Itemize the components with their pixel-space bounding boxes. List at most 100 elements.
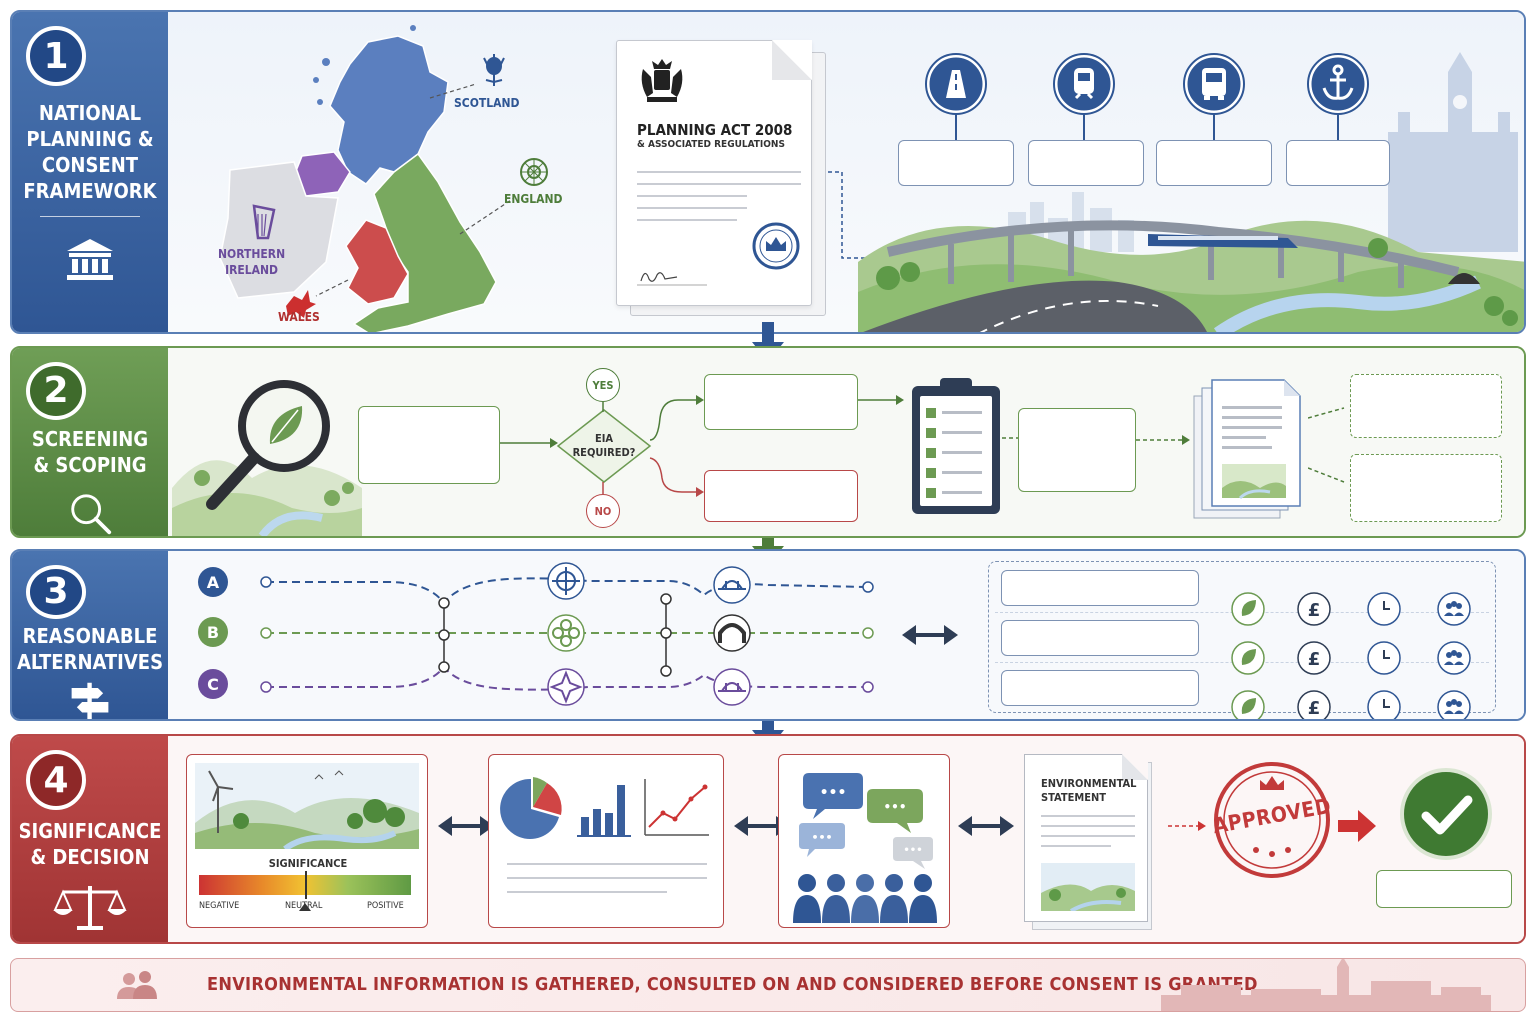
compass-node-icon	[547, 668, 585, 706]
yes-stem	[602, 402, 604, 412]
infrastructure-box-rail	[1028, 140, 1144, 186]
stage-2-content: EIA REQUIRED? YES NO	[168, 348, 1524, 536]
svg-text:•••: •••	[820, 785, 847, 801]
statement-title: ENVIRONMENTAL STATEMENT	[1041, 777, 1137, 804]
tunnel-node-icon	[713, 614, 751, 652]
parliament-skyline-silhouette	[1161, 959, 1491, 1011]
people-icon	[1437, 641, 1471, 675]
consultation-panel: ••• ••• ••• •••	[778, 754, 950, 928]
stage-1-content: SCOTLAND ENGLAND NORTHERN IRELAND WALES …	[168, 12, 1524, 332]
stamp-crown-icon	[1260, 776, 1284, 790]
crown-seal-icon	[752, 222, 800, 270]
people-icon	[1437, 592, 1471, 626]
stage-4-number: 4	[26, 750, 86, 810]
no-stem	[602, 482, 604, 494]
pound-icon	[1297, 592, 1331, 626]
stage-1-panel: 1 National Planning & Consent Framework	[10, 10, 1526, 334]
scoping-opinion-box	[1018, 408, 1136, 492]
link-arrow-3	[958, 816, 1014, 836]
people-icon	[117, 971, 157, 999]
planning-act-document: PLANNING ACT 2008 & ASSOCIATED REGULATIO…	[616, 40, 812, 306]
environmental-statement-document: ENVIRONMENTAL STATEMENT	[1024, 754, 1148, 922]
footer-banner: ENVIRONMENTAL INFORMATION IS GATHERED, C…	[10, 958, 1526, 1012]
stage-3-panel: 3 Reasonable Alternatives A B C	[10, 549, 1526, 721]
link-arrow-1	[438, 816, 494, 836]
document-fold	[772, 40, 812, 80]
stage-1-sidebar: 1 National Planning & Consent Framework	[12, 12, 168, 332]
stage-3-number: 3	[26, 565, 86, 619]
speech-bubbles-icon: ••• ••• ••• •••	[799, 773, 933, 869]
route-a-badge: A	[198, 567, 228, 597]
significance-pointer	[299, 903, 311, 911]
bus-icon	[1183, 53, 1245, 115]
pound-icon	[1297, 641, 1331, 675]
scale-positive-label: POSITIVE	[367, 901, 404, 911]
arrow-to-scoping	[858, 395, 904, 405]
icon-stems	[955, 114, 1339, 140]
infrastructure-box-roads	[898, 140, 1014, 186]
pound-icon	[1297, 690, 1331, 719]
statement-landscape-image	[1041, 863, 1135, 911]
people-icon	[1437, 690, 1471, 719]
eia-required-box	[704, 374, 858, 430]
document-text-lines	[637, 171, 801, 221]
eia-required-label: EIA REQUIRED?	[572, 432, 636, 459]
clock-icon	[1367, 592, 1401, 626]
england-label: ENGLAND	[504, 192, 563, 206]
anchor-icon	[1307, 53, 1369, 115]
route-a-line	[266, 577, 869, 605]
thistle-icon	[483, 54, 505, 86]
northern-ireland-label: NORTHERN IRELAND	[218, 247, 286, 277]
magnifier-landscape-graphic	[172, 380, 362, 536]
dashed-arrow-to-approval	[1168, 821, 1206, 831]
line-chart-icon	[644, 779, 709, 836]
stage-4-panel: 4 Significance & Decision SIGNIFICANCE	[10, 734, 1526, 944]
stage-2-title: Screening & Scoping	[31, 426, 149, 477]
stage-1-divider	[40, 216, 140, 217]
dashed-branch-outputs	[1308, 407, 1345, 483]
bridge-node-icon-a	[713, 566, 751, 604]
svg-text:•••: •••	[883, 800, 906, 814]
scale-neutral-label: NEUTRAL	[285, 901, 323, 911]
eia-decision-diamond	[556, 409, 652, 483]
infrastructure-landscape	[858, 52, 1524, 332]
bar-chart-icon	[577, 785, 631, 837]
signpost-icon	[71, 682, 109, 719]
eia-not-required-box	[704, 470, 858, 522]
scales-of-justice-icon	[53, 886, 127, 930]
stage-3-content: A B C	[168, 551, 1524, 719]
wales-label: WALES	[278, 310, 320, 324]
svg-text:•••: •••	[811, 831, 832, 844]
document-subtitle: & ASSOCIATED REGULATIONS	[637, 139, 785, 150]
compare-arrow	[902, 625, 958, 645]
consent-box	[1376, 870, 1512, 908]
public-consultation-icon: ••• ••• ••• •••	[793, 773, 937, 923]
scoping-output-box-2	[1350, 454, 1502, 522]
statement-text-lines	[1041, 815, 1135, 855]
arrow-to-decision	[500, 438, 558, 448]
stage-3-title: Reasonable Alternatives	[16, 623, 164, 674]
search-icon	[71, 494, 112, 535]
document-connector	[828, 171, 868, 259]
arrow-to-consent	[1338, 810, 1376, 842]
stage-2-sidebar: 2 Screening & Scoping	[12, 348, 168, 536]
stage-1-number: 1	[26, 26, 86, 86]
train-graphic	[1148, 234, 1298, 248]
scoping-checklist-icon	[912, 378, 1000, 514]
tudor-rose-icon	[520, 158, 548, 186]
route-alternatives-diagram	[260, 562, 874, 706]
harp-icon	[252, 204, 276, 240]
document-title: PLANNING ACT 2008	[637, 121, 793, 139]
uk-map	[219, 25, 548, 332]
landscape-with-wind-turbine	[195, 763, 419, 849]
motorway-icon	[925, 53, 987, 115]
scoping-output-box-1	[1350, 374, 1502, 438]
leaf-icon	[1231, 690, 1265, 719]
wales-region	[345, 219, 409, 305]
route-c-badge: C	[198, 669, 228, 699]
government-building-icon	[67, 239, 113, 280]
stage-4-content: SIGNIFICANCE NEGATIVE NEUTRAL POSITIVE	[168, 736, 1524, 942]
analysis-charts-icon	[500, 777, 709, 839]
approved-stamp	[1214, 762, 1330, 878]
pie-chart-icon	[500, 777, 562, 839]
